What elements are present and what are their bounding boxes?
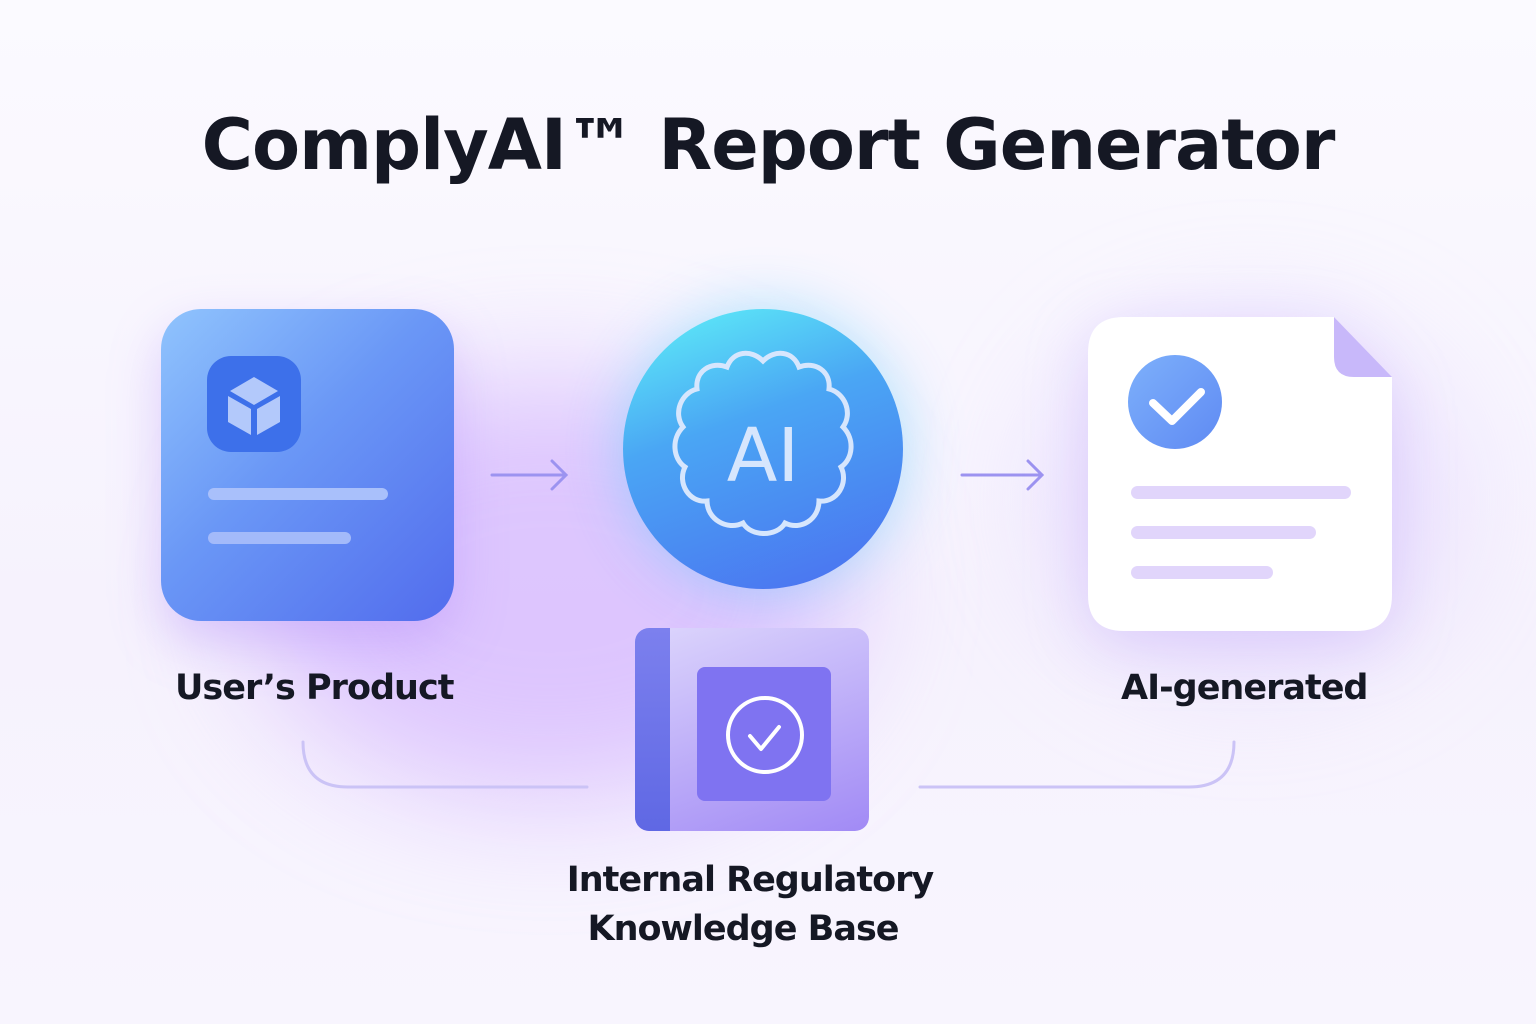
check-circle-icon <box>697 667 831 801</box>
ai-engine-circle: AI <box>623 309 903 589</box>
knowledge-base-label-line2: Knowledge Base <box>587 909 899 949</box>
ai-badge-icon: AI <box>672 350 854 536</box>
knowledge-base-label-line1: Internal Regulatory <box>566 860 935 900</box>
report-label: AI-generated <box>1121 668 1368 708</box>
arrow-right-icon <box>960 459 1045 491</box>
book-spine <box>635 628 670 831</box>
text-line <box>208 488 388 500</box>
text-line <box>208 532 351 544</box>
product-label: User’s Product <box>175 668 454 708</box>
product-card <box>161 309 454 621</box>
ai-text: AI <box>727 413 799 499</box>
report-document <box>1088 317 1392 631</box>
knowledge-base-book <box>635 628 869 831</box>
page-title: ComplyAI™ Report Generator <box>201 104 1336 186</box>
cube-icon <box>207 356 301 452</box>
arrow-right-icon <box>490 459 569 491</box>
check-circle-icon <box>1128 355 1222 449</box>
